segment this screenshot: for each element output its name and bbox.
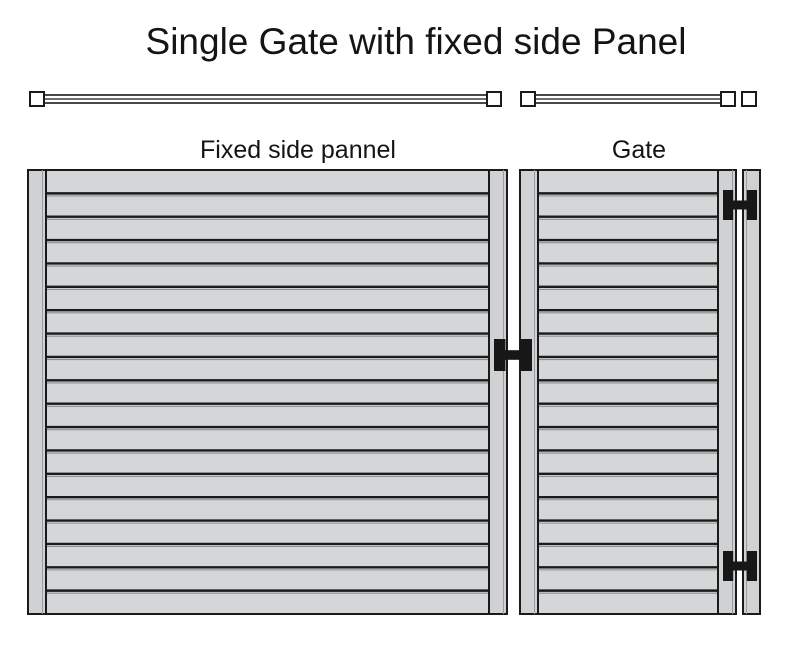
slat-fixed (47, 241, 488, 262)
fixed-side-panel (27, 169, 508, 615)
slat-gate (539, 335, 717, 355)
slat-gate (539, 451, 717, 472)
top-rail-endcap-left-left (29, 91, 45, 107)
stile-fixed-left (27, 169, 47, 615)
hinge-1-crossbar (723, 200, 757, 210)
slat-fixed (47, 288, 488, 309)
top-rail-group (29, 91, 757, 107)
slat-gate (539, 568, 717, 589)
label-fixed-side-panel: Fixed side pannel (200, 136, 396, 164)
slat-gate (539, 171, 717, 192)
hinge-post (742, 169, 761, 615)
slat-gate (539, 405, 717, 426)
slat-gate (539, 288, 717, 309)
hinge-post-body (742, 169, 761, 615)
slat-gate (539, 592, 717, 612)
slat-fixed (47, 405, 488, 426)
slat-fixed (47, 475, 488, 496)
slat-fixed (47, 545, 488, 566)
slat-gate (539, 264, 717, 285)
slat-gate (539, 311, 717, 332)
latch-crossbar (494, 350, 532, 360)
slat-fixed (47, 381, 488, 402)
slat-gate (539, 475, 717, 496)
hardware-group (494, 190, 757, 581)
slat-fixed (47, 568, 488, 589)
slat-gate (539, 498, 717, 519)
slat-fixed (47, 335, 488, 355)
slat-fixed (47, 311, 488, 332)
top-rail-endcap-right-right (720, 91, 736, 107)
slat-gate (539, 428, 717, 449)
slat-fixed (47, 451, 488, 472)
slat-gate (539, 381, 717, 402)
top-rail-endcap-right-left (520, 91, 536, 107)
slat-fixed (47, 171, 488, 192)
slat-fixed (47, 428, 488, 449)
gate-panel (519, 169, 737, 615)
label-gate: Gate (612, 136, 666, 164)
slat-gate (539, 358, 717, 379)
slat-fixed (47, 264, 488, 285)
slat-gate (539, 194, 717, 215)
slat-gate (539, 241, 717, 262)
slat-fixed (47, 218, 488, 239)
stile-gate-right (717, 169, 737, 615)
page-title: Single Gate with fixed side Panel (146, 21, 687, 62)
slat-fixed (47, 194, 488, 215)
slat-fixed (47, 522, 488, 542)
stile-fixed-right (488, 169, 508, 615)
hinge-2-crossbar (723, 561, 757, 571)
top-rail-endcap-left-right (486, 91, 502, 107)
slat-fixed (47, 592, 488, 612)
slat-fixed (47, 498, 488, 519)
slat-gate (539, 522, 717, 542)
top-rail-post-cap (741, 91, 757, 107)
slat-gate (539, 218, 717, 239)
stile-gate-left (519, 169, 539, 615)
slat-fixed (47, 358, 488, 379)
slat-gate (539, 545, 717, 566)
